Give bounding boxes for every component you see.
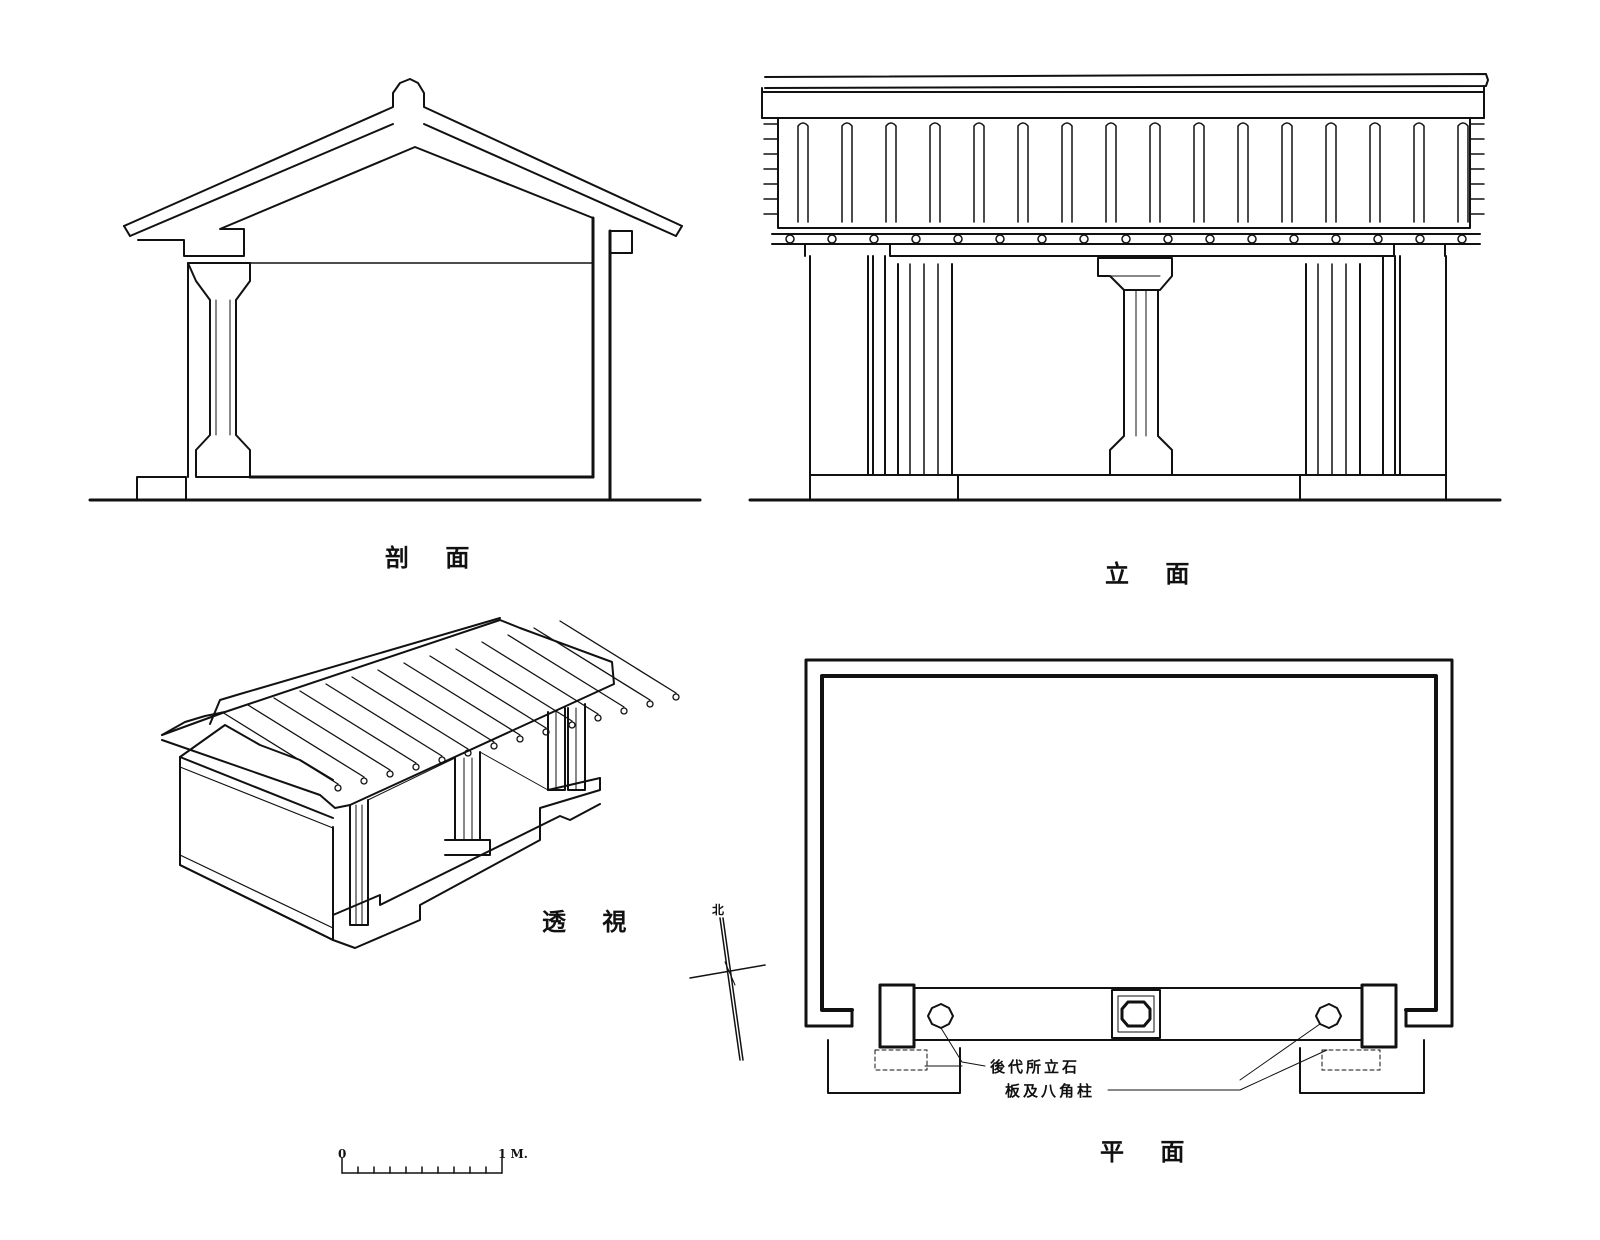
section-drawing	[88, 78, 702, 502]
elevation-drawing	[748, 73, 1502, 502]
perspective-label: 透 視	[542, 907, 640, 936]
north-arrow	[689, 917, 766, 1061]
plan-note-line1: 後代所立石	[989, 1058, 1080, 1076]
elevation-label: 立 面	[1105, 559, 1203, 588]
scale-end-label: 1 M.	[498, 1147, 528, 1161]
perspective-drawing	[161, 617, 680, 949]
plan-drawing	[804, 658, 1454, 1094]
scale-start-label: 0	[338, 1147, 346, 1161]
north-label: 北	[712, 902, 724, 917]
scale-bar	[341, 1157, 503, 1174]
plan-label: 平 面	[1100, 1137, 1198, 1166]
plan-note-line2: 板及八角柱	[1005, 1082, 1095, 1100]
section-label: 剖 面	[385, 543, 483, 572]
